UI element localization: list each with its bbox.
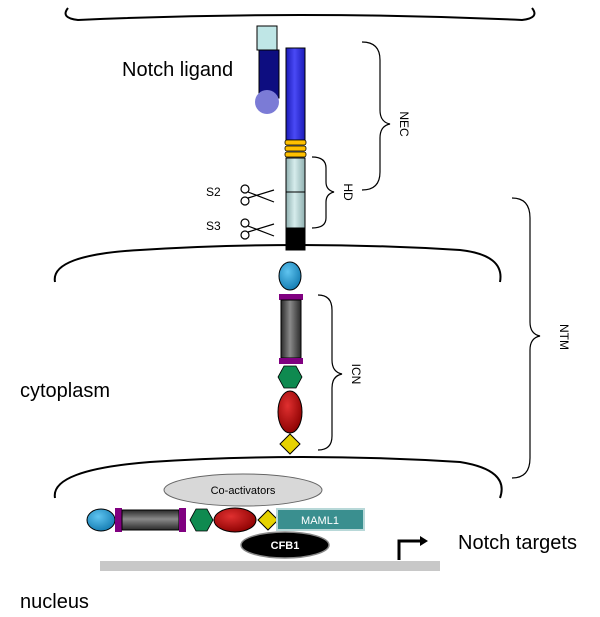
nucleus-label: nucleus (20, 591, 89, 613)
cytoplasm-label: cytoplasm (20, 380, 110, 402)
icn-bracket (317, 294, 343, 451)
lnr-repeat-3 (284, 151, 307, 158)
top-cell-membrane (64, 7, 536, 22)
cfb1-blob (240, 531, 330, 559)
nuc-hex-domain (189, 508, 214, 532)
receptor-egf-repeats (285, 47, 306, 141)
co-activators-blob (163, 473, 323, 507)
hd-label: HD (341, 183, 355, 201)
plasma-membrane (53, 244, 502, 283)
ntm-label: NTM (557, 324, 571, 350)
ligand-ball (255, 90, 279, 114)
ntm-bracket (511, 197, 541, 479)
maml1-box (276, 508, 365, 531)
nuc-ankyrin-repeats (121, 509, 180, 531)
icn-pest-domain (279, 433, 301, 455)
nuc-ank-cap-left (115, 508, 122, 532)
transcription-start-arrow-icon (397, 539, 421, 560)
nec-bracket (361, 41, 391, 191)
icn-ankyrin-repeats (280, 299, 302, 359)
dna-strand (100, 561, 440, 571)
notch-ligand-label: Notch ligand (122, 59, 233, 81)
transcription-arrowhead-icon (420, 536, 428, 546)
s2-scissors-icon (240, 184, 275, 206)
hd-bracket (311, 156, 335, 229)
icn-label: ICN (349, 364, 363, 385)
icn-hex-domain (277, 365, 303, 389)
nuc-tad-domain (213, 507, 257, 533)
icn-ank-cap-bottom (279, 358, 303, 364)
cfb1-label: CFB1 (271, 540, 300, 552)
icn-ank-cap-top (279, 294, 303, 300)
nuclear-membrane (53, 456, 503, 499)
hd-segment-1 (285, 157, 306, 193)
nuc-ank-cap-right (179, 508, 186, 532)
transmembrane-segment (285, 227, 306, 251)
hd-segment-2 (285, 191, 306, 229)
icn-tad-domain (277, 390, 303, 434)
icn-ram-domain (278, 261, 302, 291)
nuc-pest-domain (257, 509, 279, 531)
maml1-label: MAML1 (301, 515, 339, 527)
s2-label: S2 (206, 185, 221, 199)
nec-label: NEC (397, 111, 411, 137)
s3-scissors-icon (240, 218, 275, 240)
lnr-repeat-1 (284, 139, 307, 146)
ligand-cap (256, 25, 278, 51)
co-activators-label: Co-activators (211, 485, 276, 497)
s3-label: S3 (206, 219, 221, 233)
lnr-repeat-2 (284, 145, 307, 152)
notch-targets-label: Notch targets (458, 532, 577, 554)
nuc-ram-domain (86, 508, 116, 532)
